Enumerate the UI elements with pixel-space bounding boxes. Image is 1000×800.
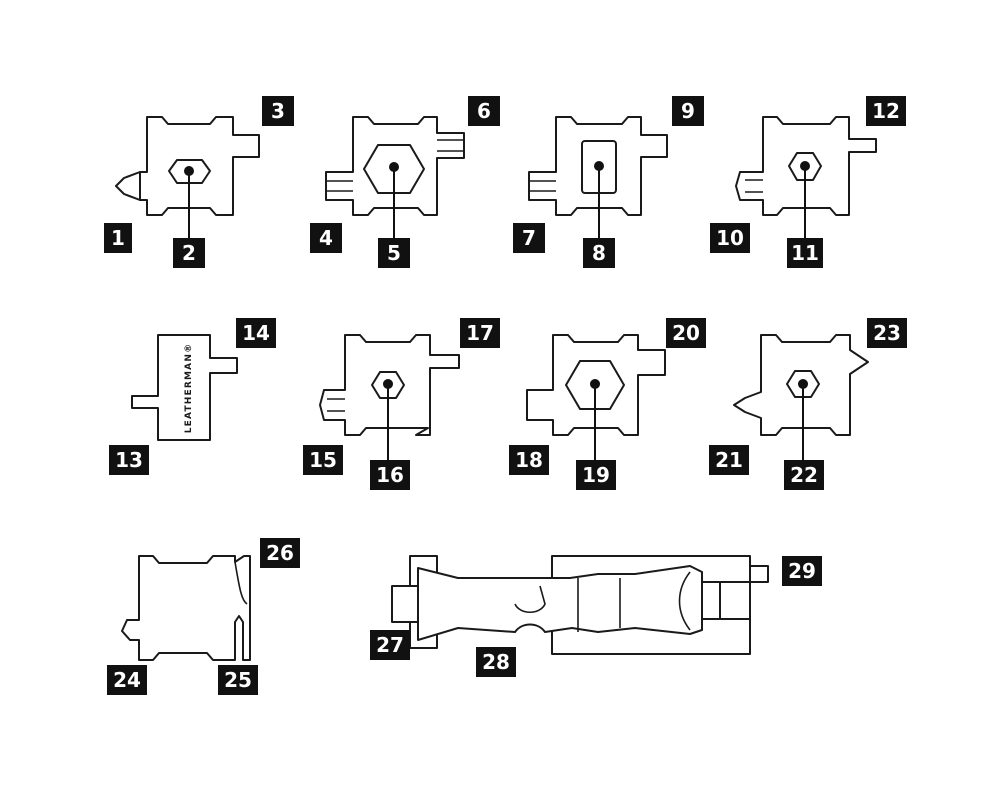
callout-27: 27	[370, 630, 410, 660]
callout-15: 15	[303, 445, 343, 475]
callout-8: 8	[583, 238, 615, 268]
callout-12: 12	[866, 96, 906, 126]
callout-7: 7	[513, 223, 545, 253]
bit-7-9	[528, 116, 668, 238]
callout-10: 10	[710, 223, 750, 253]
bit-24-26	[121, 555, 251, 661]
bit-10-12	[735, 116, 877, 238]
callout-1: 1	[104, 223, 132, 253]
callout-24: 24	[107, 665, 147, 695]
bit-1-3	[115, 116, 260, 238]
callout-9: 9	[672, 96, 704, 126]
bit-13-14: LEATHERMAN®	[131, 334, 238, 441]
callout-25: 25	[218, 665, 258, 695]
bit-21-23	[733, 334, 869, 460]
callout-2: 2	[173, 238, 205, 268]
callout-20: 20	[666, 318, 706, 348]
callout-28: 28	[476, 647, 516, 677]
callout-29: 29	[782, 556, 822, 586]
leatherman-brand-text: LEATHERMAN®	[184, 343, 194, 434]
callout-11: 11	[787, 238, 823, 268]
callout-3: 3	[262, 96, 294, 126]
callout-14: 14	[236, 318, 276, 348]
callout-17: 17	[460, 318, 500, 348]
callout-5: 5	[378, 238, 410, 268]
bit-driver-27-29	[391, 555, 769, 655]
callout-6: 6	[468, 96, 500, 126]
callout-4: 4	[310, 223, 342, 253]
callout-18: 18	[509, 445, 549, 475]
callout-13: 13	[109, 445, 149, 475]
bit-18-20	[526, 334, 666, 460]
callout-22: 22	[784, 460, 824, 490]
callout-21: 21	[709, 445, 749, 475]
callout-26: 26	[260, 538, 300, 568]
bit-4-6	[325, 116, 465, 238]
callout-19: 19	[576, 460, 616, 490]
bit-15-17	[319, 334, 460, 460]
callout-23: 23	[867, 318, 907, 348]
callout-16: 16	[370, 460, 410, 490]
